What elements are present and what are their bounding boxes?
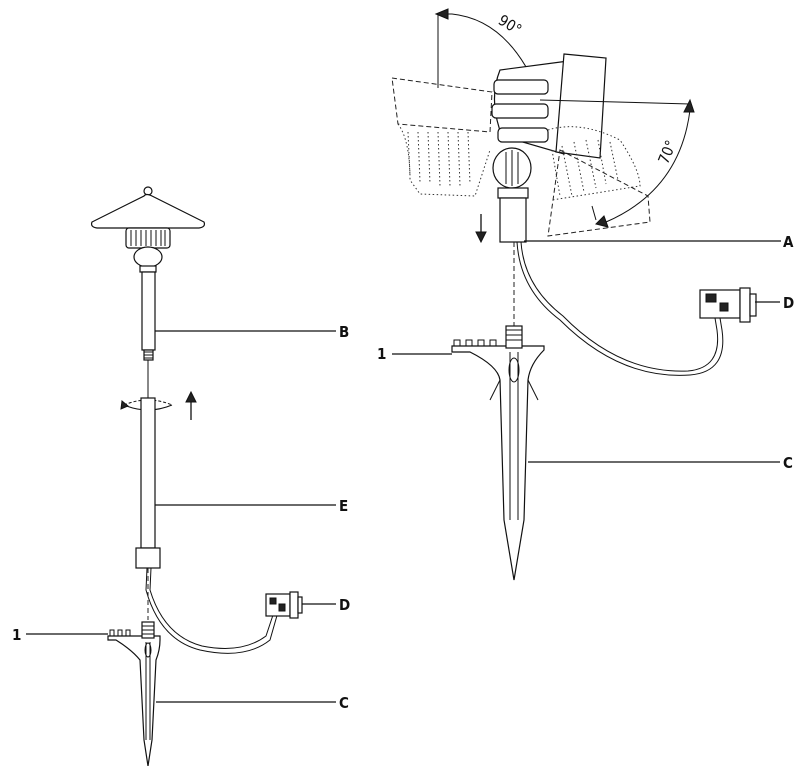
label-C-left: C <box>339 694 349 712</box>
label-D-left: D <box>339 596 350 614</box>
label-D-right: D <box>783 294 794 312</box>
label-1-left: 1 <box>12 626 21 644</box>
leader-lines <box>26 240 781 703</box>
angle-label-70: 70° <box>655 138 681 167</box>
label-B: B <box>339 323 349 341</box>
label-C-right: C <box>783 454 793 472</box>
connector-left <box>265 591 303 619</box>
label-E: E <box>339 497 348 515</box>
stake-left <box>107 621 161 766</box>
label-A: A <box>783 233 794 251</box>
spot-light-fixture <box>391 8 757 581</box>
stake-right <box>451 325 545 581</box>
connector-right <box>699 287 757 323</box>
path-light-fixture <box>90 186 303 766</box>
label-1-right: 1 <box>377 345 386 363</box>
